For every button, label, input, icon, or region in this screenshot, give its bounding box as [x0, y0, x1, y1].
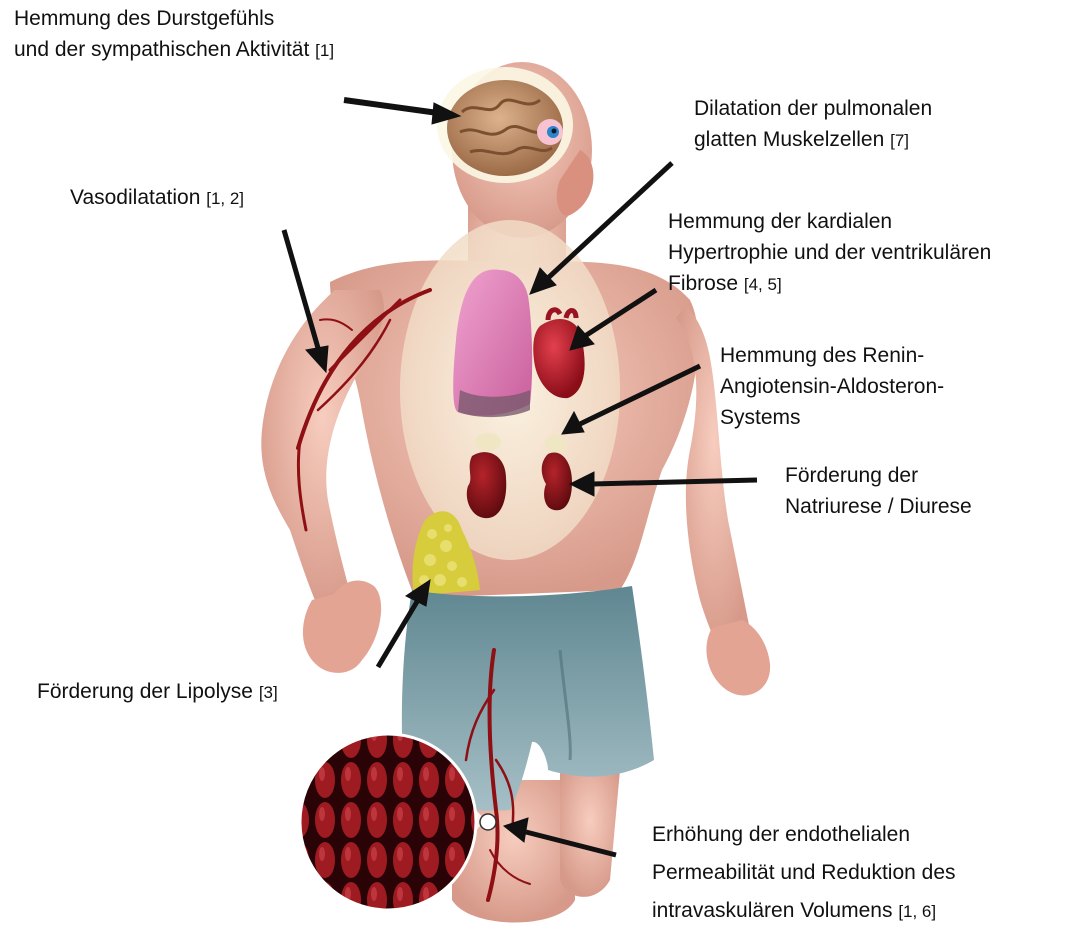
label-lung-line-2: glatten Muskelzellen — [694, 128, 884, 151]
label-brain: Hemmung des Durstgefühls und der sympath… — [14, 3, 334, 66]
label-endothelium-ref: [1, 6] — [898, 902, 936, 921]
label-endothelium-line-3: intravaskulären Volumens — [652, 899, 892, 922]
adrenal-gland-icon — [475, 433, 501, 451]
label-adrenal-line-3: Systems — [720, 402, 944, 433]
label-lung: Dilatation der pulmonalen glatten Muskel… — [694, 93, 932, 156]
kidney-icon — [467, 452, 506, 518]
label-vessels: Vasodilatation [1, 2] — [70, 182, 244, 214]
label-kidney-line-2: Natriurese / Diurese — [785, 491, 972, 522]
label-vessels-line-1: Vasodilatation — [70, 186, 200, 209]
label-kidney-line-1: Förderung der — [785, 460, 972, 491]
eye-icon — [537, 119, 563, 145]
label-vessels-ref: [1, 2] — [206, 189, 244, 208]
label-adrenal: Hemmung des Renin- Angiotensin-Aldostero… — [720, 340, 944, 433]
label-fat: Förderung der Lipolyse [3] — [37, 676, 278, 708]
label-heart-line-1: Hemmung der kardialen — [668, 206, 991, 237]
label-adrenal-line-1: Hemmung des Renin- — [720, 340, 944, 371]
label-kidney: Förderung der Natriurese / Diurese — [785, 460, 972, 522]
label-endothelium-line-2: Permeabilität und Reduktion des — [652, 854, 956, 892]
label-endothelium: Erhöhung der endothelialen Permeabilität… — [652, 816, 956, 931]
label-heart-line-3: Fibrose — [668, 272, 738, 295]
label-brain-line-2: und der sympathischen Aktivität — [14, 38, 309, 61]
label-adrenal-line-2: Angiotensin-Aldosteron- — [720, 371, 944, 402]
label-fat-line-1: Förderung der Lipolyse — [37, 680, 253, 703]
label-heart-ref: [4, 5] — [744, 275, 782, 294]
label-heart-line-2: Hypertrophie und der ventrikulären — [668, 237, 991, 268]
label-lung-line-1: Dilatation der pulmonalen — [694, 93, 932, 124]
label-lung-ref: [7] — [890, 131, 909, 150]
label-fat-ref: [3] — [259, 683, 278, 702]
label-brain-line-1: Hemmung des Durstgefühls — [14, 3, 334, 34]
adrenal-gland-icon — [545, 435, 567, 453]
label-brain-ref: [1] — [315, 41, 334, 60]
label-heart: Hemmung der kardialen Hypertrophie und d… — [668, 206, 991, 300]
arrow-brain — [344, 100, 438, 113]
label-endothelium-line-1: Erhöhung der endothelialen — [652, 816, 956, 854]
